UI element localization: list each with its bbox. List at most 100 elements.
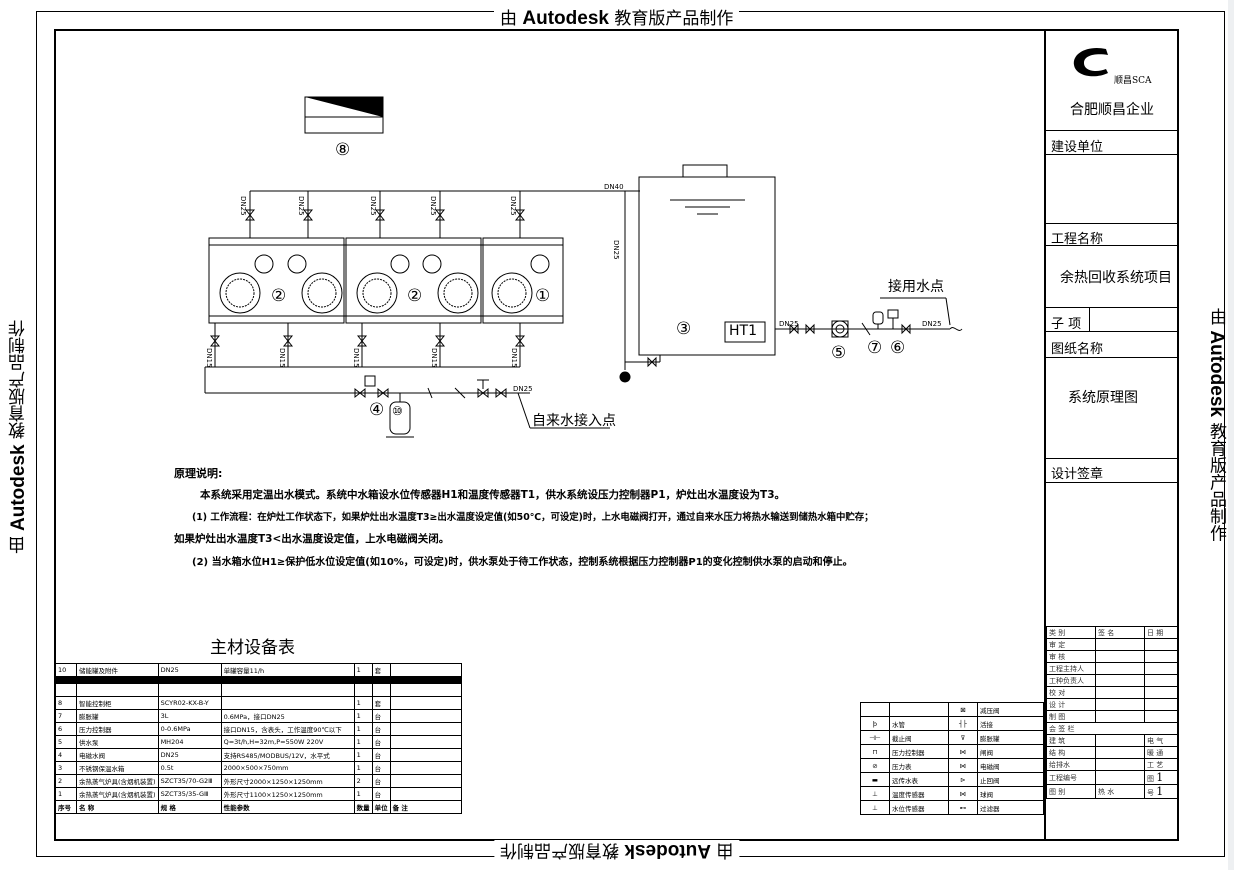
drawing-category-value: 热 水 [1095, 784, 1145, 799]
pipe-label-dn25: DN25 [513, 385, 533, 393]
notes-title: 原理说明: [174, 467, 223, 480]
marker-tank: ③ [676, 319, 692, 339]
discipline: 电 气 [1144, 734, 1179, 747]
company-name: 合肥顺昌企业 [1070, 102, 1154, 118]
countersign-label: 会 签 栏 [1046, 722, 1179, 735]
build-unit-label: 建设单位 [1051, 140, 1104, 155]
marker-expansion: ⑩ [392, 404, 403, 418]
legend-row: ▬远传水表⊳止回阀 [860, 772, 1044, 787]
company-logo [1070, 45, 1110, 81]
sign-table: 类 别 签 名 日 期 审 定 审 核 工程主持人 工种负责人 校 对 设 计 … [1046, 626, 1179, 799]
pipe-label-dn15: DN15 [352, 348, 360, 368]
legend-row: ⊣⊢截止阀⊽膨胀罐 [860, 730, 1044, 745]
marker-expansion-7: ⑦ [867, 338, 883, 358]
pipe-label-dn40: DN40 [604, 183, 624, 191]
water-tank [619, 164, 776, 383]
notes-line: 如果炉灶出水温度T3<出水温度设定值，上水电磁阀关闭。 [174, 533, 450, 545]
sub-item-label: 子 项 [1051, 317, 1082, 332]
legend-row: ⊓压力控制器⋈闸阀 [860, 744, 1044, 759]
table-row [55, 676, 462, 684]
pipe-label-dn25: DN25 [922, 320, 942, 328]
marker-stove-1: ② [271, 286, 287, 306]
sign-row-label: 工种负责人 [1046, 674, 1096, 687]
sheet-no: 1 [1156, 771, 1164, 784]
pipe-label-dn25: DN25 [509, 196, 517, 216]
pipe-label-dn25: DN25 [779, 320, 799, 328]
pipe-label-dn15: DN15 [205, 348, 213, 368]
lower-pipes [204, 323, 530, 394]
legend-row: ⊘压力表⋈电磁阀 [860, 758, 1044, 773]
ht-label: HT1 [729, 323, 757, 339]
stove-burners [219, 254, 550, 314]
project-name-label: 工程名称 [1051, 232, 1104, 247]
sign-header-name: 签 名 [1095, 626, 1145, 639]
inlet-line [410, 379, 610, 429]
sign-row-label: 校 对 [1046, 686, 1096, 699]
drawing-name-label: 图纸名称 [1051, 342, 1104, 357]
number-label: 号 [1147, 789, 1154, 797]
design-seal-label: 设计签章 [1051, 467, 1104, 482]
drawing-no-label: 工程编号 [1046, 770, 1096, 785]
marker-stove-2: ② [407, 286, 423, 306]
watermark-bottom: 由 Autodesk 教育版产品制作 [494, 840, 740, 861]
sign-row-label: 工程主持人 [1046, 662, 1096, 675]
discipline: 工 艺 [1144, 758, 1179, 771]
sheet-label: 图 [1147, 775, 1154, 783]
project-name: 余热回收系统项目 [1060, 270, 1172, 286]
sign-header-category: 类 别 [1046, 626, 1096, 639]
watermark-left: 由 Autodesk 教育版产品制作 [8, 320, 29, 554]
notes-line: (2) 当水箱水位H1≥保护低水位设定值(如10%，可设定)时，供水泵处于待工作… [192, 557, 853, 568]
sign-header-date: 日 期 [1144, 626, 1179, 639]
logo-text: 顺昌SCA [1114, 76, 1152, 86]
stove-units [208, 237, 564, 324]
legend-row: ⊥温度传感器⋈球阀 [860, 786, 1044, 801]
discipline: 给排水 [1046, 758, 1096, 771]
pipe-label-dn15: DN15 [510, 348, 518, 368]
pipe-label-dn15: DN15 [430, 348, 438, 368]
marker-pressure: ⑥ [890, 338, 906, 358]
system-schematic [204, 96, 963, 438]
lower-valves [209, 335, 526, 399]
inlet-label: 自来水接入点 [532, 413, 616, 429]
pipe-label-dn25: DN25 [369, 196, 377, 216]
sign-row-label: 制 图 [1046, 710, 1096, 723]
control-cabinet [304, 96, 384, 134]
marker-cabinet: ⑧ [335, 140, 351, 160]
discipline: 暖 通 [1144, 746, 1179, 759]
notes-line: 本系统采用定温出水模式。系统中水箱设水位传感器H1和温度传感器T1，供水系统设压… [200, 489, 786, 501]
number-value: 1 [1156, 785, 1164, 798]
legend-row: ⊥水位传感器⊷过滤器 [860, 800, 1044, 815]
watermark-right: 由 Autodesk 教育版产品制作 [1206, 308, 1227, 542]
discipline: 建 筑 [1046, 734, 1096, 747]
drawing-name: 系统原理图 [1068, 390, 1138, 406]
title-block: 顺昌SCA 合肥顺昌企业 建设单位 工程名称 余热回收系统项目 子 项 图纸名称… [1044, 29, 1179, 841]
sign-row-label: 审 定 [1046, 638, 1096, 651]
marker-stove-3: ① [535, 286, 551, 306]
pipe-label-dn15: DN15 [278, 348, 286, 368]
pipe-label-dn25: DN25 [239, 196, 247, 216]
material-table-title: 主材设备表 [210, 638, 295, 658]
legend-row: ⊠减压阀 [860, 702, 1044, 717]
notes-line: (1) 工作流程：在炉灶工作状态下，如果炉灶出水温度T3≥出水温度设定值(如50… [192, 512, 874, 523]
marker-pump: ⑤ [831, 343, 847, 363]
expansion-tank [386, 393, 414, 438]
table-header-row: 序号名 称规 格性能参数数量单位备 注 [55, 800, 463, 814]
discipline: 结 构 [1046, 746, 1096, 759]
drawing-category-label: 图 别 [1046, 784, 1096, 799]
marker-solenoid: ④ [369, 400, 385, 420]
pipe-label-dn25: DN25 [612, 240, 620, 260]
right-scroll-edge [1228, 0, 1234, 870]
table-row [55, 683, 463, 697]
sign-row-label: 审 核 [1046, 650, 1096, 663]
